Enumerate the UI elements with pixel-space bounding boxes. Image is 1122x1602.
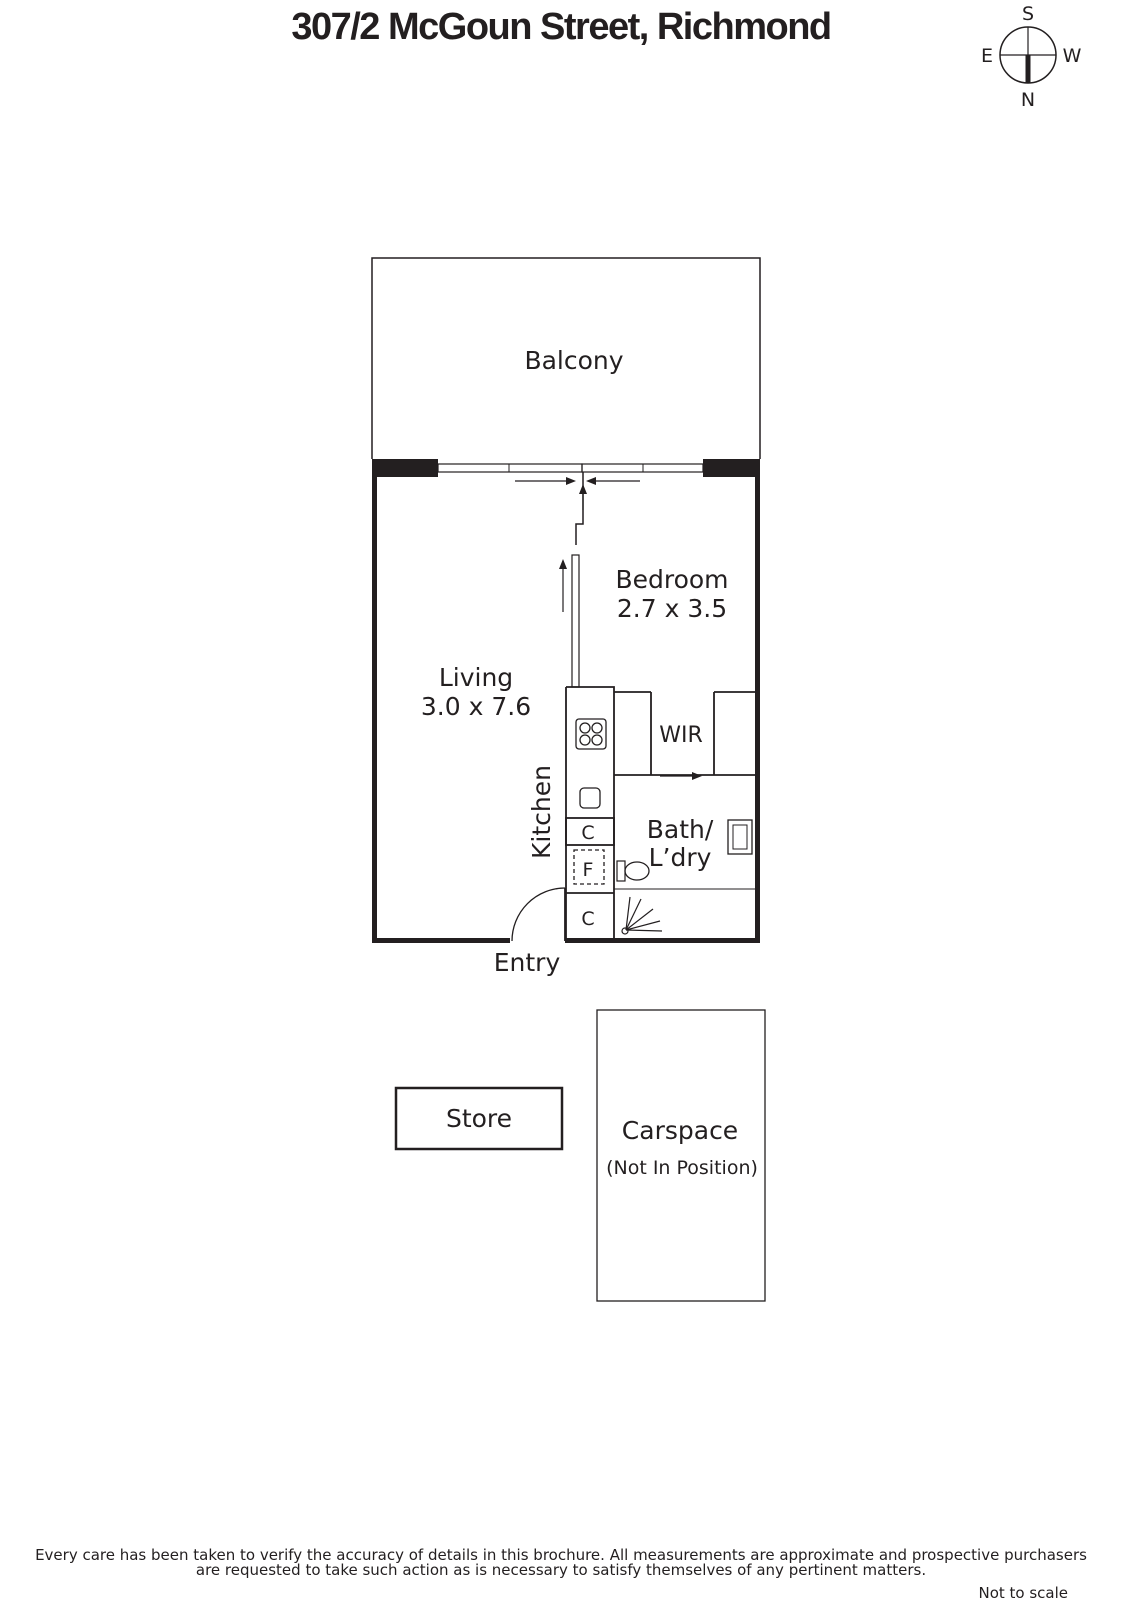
store-area: Store: [394, 1086, 564, 1151]
store-outline: [394, 1086, 564, 1151]
kitchen-label: Kitchen: [527, 765, 556, 859]
compass-north-label: N: [1021, 89, 1035, 111]
carspace-outline: [596, 1009, 766, 1302]
bathroom: Bath/ L’dry: [614, 815, 757, 935]
kitchen-bench-outline: [565, 686, 615, 941]
entry-door: [511, 887, 566, 942]
shower-icon: [621, 896, 663, 935]
balcony-label: Balcony: [524, 346, 623, 375]
disclaimer: Every care has been taken to verify the …: [0, 1548, 1122, 1578]
carspace-note: (Not In Position): [606, 1157, 758, 1179]
burner-icon: [591, 734, 603, 746]
wir-label: WIR: [659, 723, 703, 748]
sink-icon: [579, 787, 601, 809]
living-label: Living: [439, 663, 513, 692]
toilet-bowl-icon: [624, 861, 650, 881]
scale-note: Not to scale: [978, 1584, 1068, 1602]
carspace-area: Carspace (Not In Position): [596, 1009, 766, 1302]
apartment-walls: [372, 477, 760, 943]
bedroom-sliding-door: [571, 554, 580, 688]
cupboard-1-label: C: [581, 822, 594, 844]
cooktop-icon: [575, 718, 607, 750]
wall-block-right: [703, 459, 760, 477]
bedroom-partition: [559, 472, 587, 688]
balcony-outline: [371, 257, 761, 459]
sliding-door-left: [437, 463, 583, 473]
bedroom-label: Bedroom: [615, 565, 728, 594]
compass-rose: S E W N: [981, 3, 1082, 111]
bedroom-size: 2.7 x 3.5: [617, 594, 727, 623]
door-swing-arc: [511, 887, 566, 942]
disclaimer-line-2: are requested to take such action as is …: [195, 1561, 927, 1579]
disclaimer-line-1: Every care has been taken to verify the …: [35, 1546, 1087, 1564]
toilet-cistern-icon: [616, 860, 626, 882]
burner-icon: [591, 722, 603, 734]
compass-south-label: S: [1022, 3, 1034, 25]
carspace-label: Carspace: [622, 1116, 738, 1145]
bath-label-line2: L’dry: [649, 843, 712, 872]
wir-door-arrow-head: [692, 772, 702, 780]
slide-arrow-head: [586, 477, 596, 485]
sliding-doors: [437, 463, 704, 485]
kitchen-bench: C F C: [565, 686, 615, 941]
basin-icon: [732, 824, 748, 850]
door-arrow-head: [559, 559, 567, 569]
living-size: 3.0 x 7.6: [421, 692, 531, 721]
fridge-label: F: [583, 859, 594, 881]
balcony-area: Balcony: [371, 257, 761, 459]
door-arrow-head: [579, 484, 587, 494]
vanity-icon: [727, 819, 753, 855]
slide-arrow-head: [566, 477, 576, 485]
walk-in-robe: WIR: [614, 691, 757, 780]
plan-title: 307/2 McGoun Street, Richmond: [291, 6, 832, 48]
wall-block-left: [372, 459, 438, 477]
bath-label-line1: Bath/: [647, 815, 714, 844]
compass-east-label: E: [981, 45, 993, 67]
partition-step: [575, 472, 584, 545]
cupboard-1-box: [565, 817, 615, 846]
fridge-box: [573, 849, 605, 885]
cupboard-2-label: C: [581, 908, 594, 930]
compass-west-label: W: [1063, 45, 1082, 67]
store-label: Store: [446, 1104, 512, 1133]
burner-icon: [579, 734, 591, 746]
entry-label: Entry: [494, 948, 561, 977]
burner-icon: [579, 722, 591, 734]
